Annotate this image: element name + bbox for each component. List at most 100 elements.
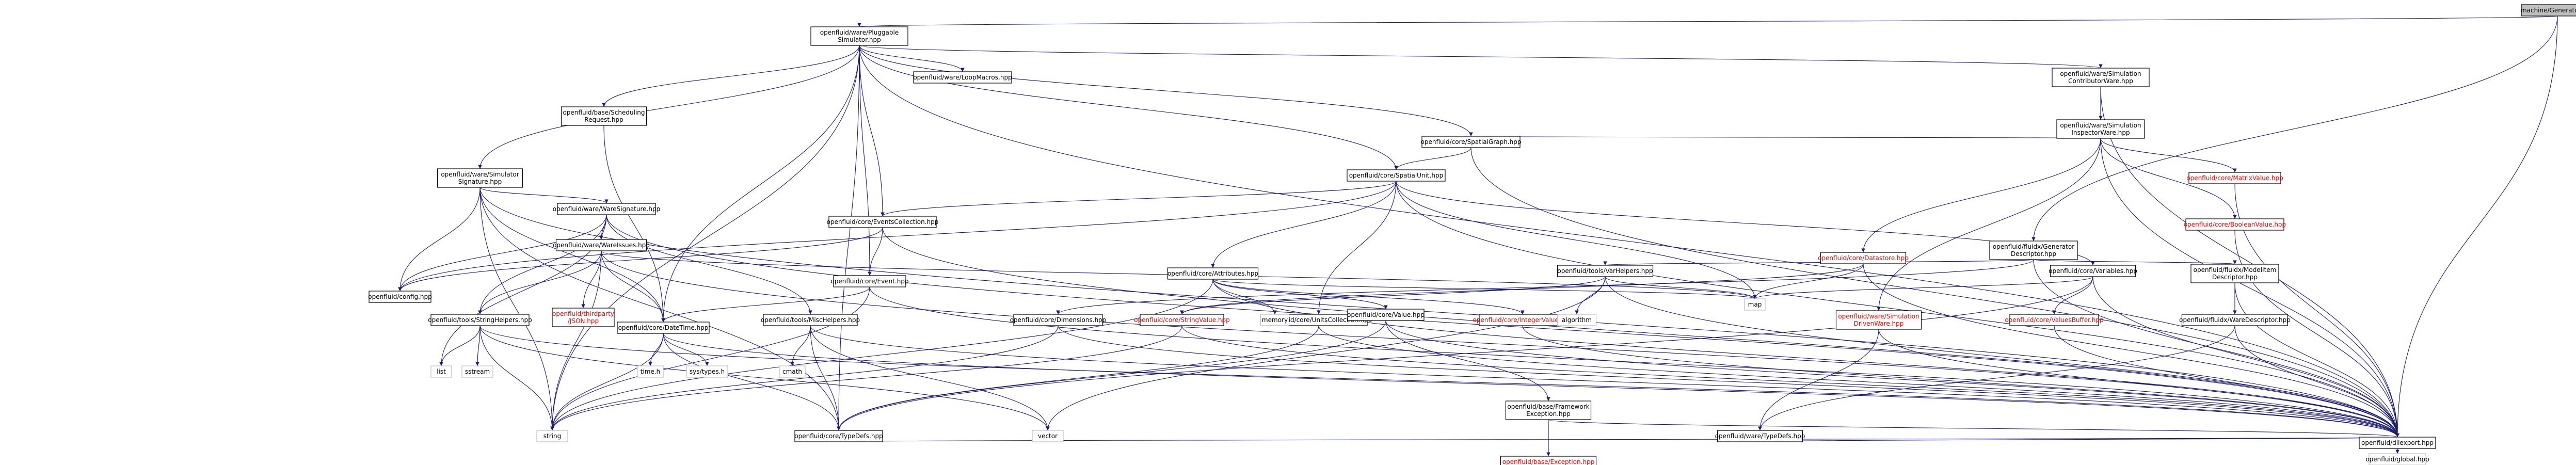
node-cmath: cmath: [779, 365, 806, 378]
node-box: [1500, 456, 1597, 465]
node-box: [1744, 298, 1766, 311]
node-label: openfluid/core/ValuesBuffer.hpp: [2005, 316, 2103, 324]
edge-n20-to-n25: [661, 286, 870, 323]
edge-n10-to-n14: [881, 181, 1397, 217]
edge-n25-to-n44: [663, 333, 709, 366]
node-box: [2050, 265, 2136, 277]
node-label: openfluid/fluidx/WareDescriptor.hpp: [2179, 316, 2291, 324]
node-openfluid-tools-mischelpers-hpp[interactable]: openfluid/tools/MiscHelpers.hpp: [761, 314, 860, 326]
edge-n19-to-n24: [581, 250, 602, 309]
edge-n7-to-n22: [398, 187, 481, 292]
edge-n23-to-n3: [479, 325, 2399, 438]
node-openfluid-core-variables-hpp[interactable]: openfluid/core/Variables.hpp: [2049, 265, 2137, 277]
node-openfluid-core-matrixvalue-hpp[interactable]: openfluid/core/MatrixValue.hpp: [2186, 172, 2283, 184]
node-openfluid-core-value-hpp[interactable]: openfluid/core/Value.hpp: [1347, 309, 1425, 321]
edge-n26-to-n45: [790, 325, 811, 366]
edge-n36-to-n3: [838, 437, 2398, 442]
edge-n32-to-n37: [1758, 329, 1879, 431]
edge-n19-to-n23: [478, 250, 602, 315]
node-openfluid-dllexport-hpp[interactable]: openfluid/dllexport.hpp: [2359, 437, 2436, 449]
node-box: [552, 308, 615, 327]
node-openfluid-core-spatialunit-hpp[interactable]: openfluid/core/SpatialUnit.hpp: [1347, 169, 1446, 182]
node-label: time.h: [641, 368, 661, 375]
node-openfluid-core-event-hpp[interactable]: openfluid/core/Event.hpp: [830, 275, 909, 287]
edge-n10-to-n29: [1317, 181, 1397, 315]
node-openfluid-config-hpp[interactable]: openfluid/config.hpp: [368, 291, 432, 303]
edge-n13-to-n23: [478, 214, 607, 315]
edge-n35-to-n3: [1548, 419, 2399, 438]
node-label: openfluid/tools/VarHelpers.hpp: [1557, 267, 1653, 275]
node-box: [2359, 437, 2436, 449]
node-openfluid-tools-stringhelpers-hpp[interactable]: openfluid/tools/StringHelpers.hpp: [428, 314, 532, 326]
edge-n1-to-n40: [550, 45, 860, 431]
node-sstream: sstream: [461, 365, 493, 378]
node-label: openfluid/core/EventsCollection.hpp: [827, 218, 939, 226]
edge-n23-to-n46: [479, 325, 1050, 431]
edge-n13-to-n22: [398, 214, 607, 292]
edge-n25-to-n40: [550, 333, 664, 431]
edge-n6-to-n25: [603, 125, 665, 323]
edge-n12-to-n3: [2234, 230, 2399, 438]
node-openfluid-ware-wareissues-hpp[interactable]: openfluid/ware/WareIssues.hpp: [553, 239, 650, 251]
node-label: openfluid/dllexport.hpp: [2361, 439, 2434, 446]
node-label: openfluid/ware/TypeDefs.hpp: [1715, 432, 1805, 440]
edge-n7-to-n13: [479, 187, 609, 204]
node-box: [779, 365, 806, 378]
node-machine-generator-hpp[interactable]: machine/Generator.hpp: [2521, 4, 2576, 17]
edge-n7-to-n3: [479, 187, 2399, 438]
node-label: openfluid/core/SpatialGraph.hpp: [1421, 138, 1522, 146]
node-time-h: time.h: [637, 365, 664, 378]
node-openfluid-core-attributes-hpp[interactable]: openfluid/core/Attributes.hpp: [1167, 267, 1259, 280]
node-openfluid-core-typedefs-hpp[interactable]: openfluid/core/TypeDefs.hpp: [794, 430, 883, 442]
node-openfluid-fluidx-waredescriptor-hpp[interactable]: openfluid/fluidx/WareDescriptor.hpp: [2179, 314, 2291, 326]
node-openfluid-core-datastore-hpp[interactable]: openfluid/core/Datastore.hpp: [1818, 252, 1909, 264]
node-box: [2188, 172, 2281, 184]
node-openfluid-core-datetime-hpp[interactable]: openfluid/core/DateTime.hpp: [617, 322, 710, 334]
node-box: [1140, 314, 1224, 326]
node-box: [557, 203, 656, 215]
node-openfluid-core-booleanvalue-hpp[interactable]: openfluid/core/BooleanValue.hpp: [2184, 218, 2286, 231]
node-openfluid-base-exception-hpp[interactable]: openfluid/base/Exception.hpp: [1500, 456, 1597, 465]
node-openfluid-tools-varhelpers-hpp[interactable]: openfluid/tools/VarHelpers.hpp: [1557, 265, 1654, 277]
edge-n14-to-n20: [868, 227, 883, 276]
node-label: openfluid/core/MatrixValue.hpp: [2186, 174, 2283, 182]
node-openfluid-ware-loopmacros-hpp[interactable]: openfluid/ware/LoopMacros.hpp: [913, 71, 1012, 84]
node-openfluid-core-eventscollection-hpp[interactable]: openfluid/core/EventsCollection.hpp: [827, 216, 939, 228]
node-openfluid-ware-waresignature-hpp[interactable]: openfluid/ware/WareSignature.hpp: [553, 203, 660, 215]
edge-n25-to-n3: [663, 333, 2399, 438]
node-label: vector: [1038, 432, 1058, 440]
node-openfluid-core-spatialgraph-hpp[interactable]: openfluid/core/SpatialGraph.hpp: [1421, 136, 1522, 148]
node-openfluid-core-integervalue-hpp[interactable]: openfluid/core/IntegerValue.hpp: [1473, 314, 1573, 326]
edge-n13-to-n26: [606, 214, 812, 315]
node-box: [2190, 264, 2279, 283]
edge-n17-to-n33: [2052, 276, 2093, 315]
node-openfluid-ware-simulationcontributorware-hpp[interactable]: openfluid/ware/SimulationContributorWare…: [2052, 68, 2150, 87]
node-label: openfluid/thirdparty: [552, 310, 614, 317]
node-label: Simulator.hpp: [838, 36, 881, 43]
node-openfluid-core-valuesbuffer-hpp[interactable]: openfluid/core/ValuesBuffer.hpp: [2005, 314, 2104, 326]
edge-n7-to-n40: [479, 187, 554, 431]
node-list: list: [430, 365, 452, 378]
edge-n15-to-n49: [1753, 263, 1864, 299]
edge-n23-to-n41: [439, 325, 481, 366]
edge-n4-to-n3: [2100, 86, 2399, 438]
edge-n2-to-n27: [1056, 259, 2034, 315]
node-openfluid-core-stringvalue-hpp[interactable]: openfluid/core/StringValue.hpp: [1134, 314, 1230, 326]
edge-n27-to-n3: [1058, 325, 2399, 438]
node-label: openfluid/ware/LoopMacros.hpp: [913, 74, 1012, 81]
node-openfluid-core-dimensions-hpp[interactable]: openfluid/core/Dimensions.hpp: [1010, 314, 1107, 326]
node-openfluid-thirdparty-json-hpp[interactable]: openfluid/thirdparty/JSON.hpp: [552, 308, 615, 327]
edge-n30-to-n3: [1385, 320, 2399, 438]
node-openfluid-ware-typedefs-hpp[interactable]: openfluid/ware/TypeDefs.hpp: [1715, 430, 1805, 442]
node-box: [1557, 314, 1597, 326]
edge-n21-to-n47: [1212, 279, 1277, 315]
edge-n8-to-n12: [2100, 138, 2237, 219]
node-openfluid-ware-simulationinspectorware-hpp[interactable]: openfluid/ware/SimulationInspectorWare.h…: [2056, 119, 2145, 139]
